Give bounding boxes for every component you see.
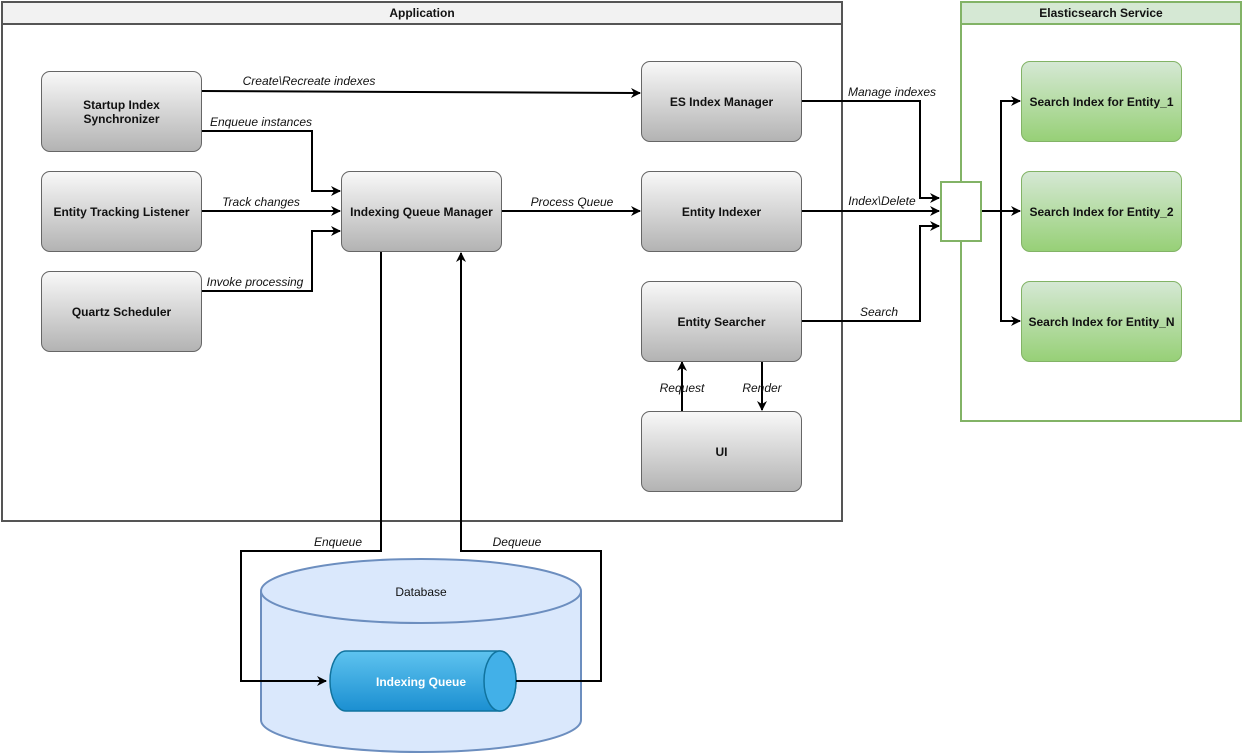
edge-manage-indexes — [802, 100, 940, 203]
label-request: Request — [660, 381, 705, 395]
search-index-entity-n-node: Search Index for Entity_N — [1021, 281, 1182, 362]
search-index-entity-1-node: Search Index for Entity_1 — [1021, 61, 1182, 142]
edge-to-index-1 — [981, 96, 1021, 212]
label-track-changes: Track changes — [222, 195, 300, 209]
label-search: Search — [860, 305, 898, 319]
search-index-entity-2-node: Search Index for Entity_2 — [1021, 171, 1182, 252]
label-enqueue-instances: Enqueue instances — [210, 115, 312, 129]
edge-search — [802, 221, 940, 322]
label-create-recreate: Create\Recreate indexes — [243, 74, 376, 88]
es-index-manager-node: ES Index Manager — [641, 61, 802, 142]
startup-index-synchronizer-node: Startup Index Synchronizer — [41, 71, 202, 152]
entity-tracking-listener-node: Entity Tracking Listener — [41, 171, 202, 252]
label-render: Render — [742, 381, 782, 395]
indexing-queue-label: Indexing Queue — [376, 675, 466, 689]
label-manage-indexes: Manage indexes — [848, 85, 936, 99]
es-connector-port — [940, 181, 982, 242]
edge-create-recreate — [201, 87, 641, 98]
ui-node: UI — [641, 411, 802, 492]
edge-enqueue — [240, 252, 382, 686]
label-index-delete: Index\Delete — [848, 194, 916, 208]
label-process-queue: Process Queue — [531, 195, 614, 209]
quartz-scheduler-node: Quartz Scheduler — [41, 271, 202, 352]
label-invoke-processing: Invoke processing — [207, 275, 304, 289]
edge-to-index-n — [981, 210, 1021, 326]
label-enqueue: Enqueue — [314, 535, 362, 549]
database-label: Database — [395, 585, 447, 599]
entity-searcher-node: Entity Searcher — [641, 281, 802, 362]
application-title: Application — [3, 3, 841, 25]
edge-enqueue-instances — [202, 130, 341, 196]
label-dequeue: Dequeue — [493, 535, 542, 549]
application-container: Application — [1, 1, 843, 522]
edge-dequeue — [456, 252, 602, 682]
elasticsearch-title: Elasticsearch Service — [962, 3, 1240, 25]
entity-indexer-node: Entity Indexer — [641, 171, 802, 252]
edge-invoke-processing — [202, 226, 341, 292]
indexing-queue: Indexing Queue — [329, 650, 517, 712]
indexing-queue-manager-node: Indexing Queue Manager — [341, 171, 502, 252]
